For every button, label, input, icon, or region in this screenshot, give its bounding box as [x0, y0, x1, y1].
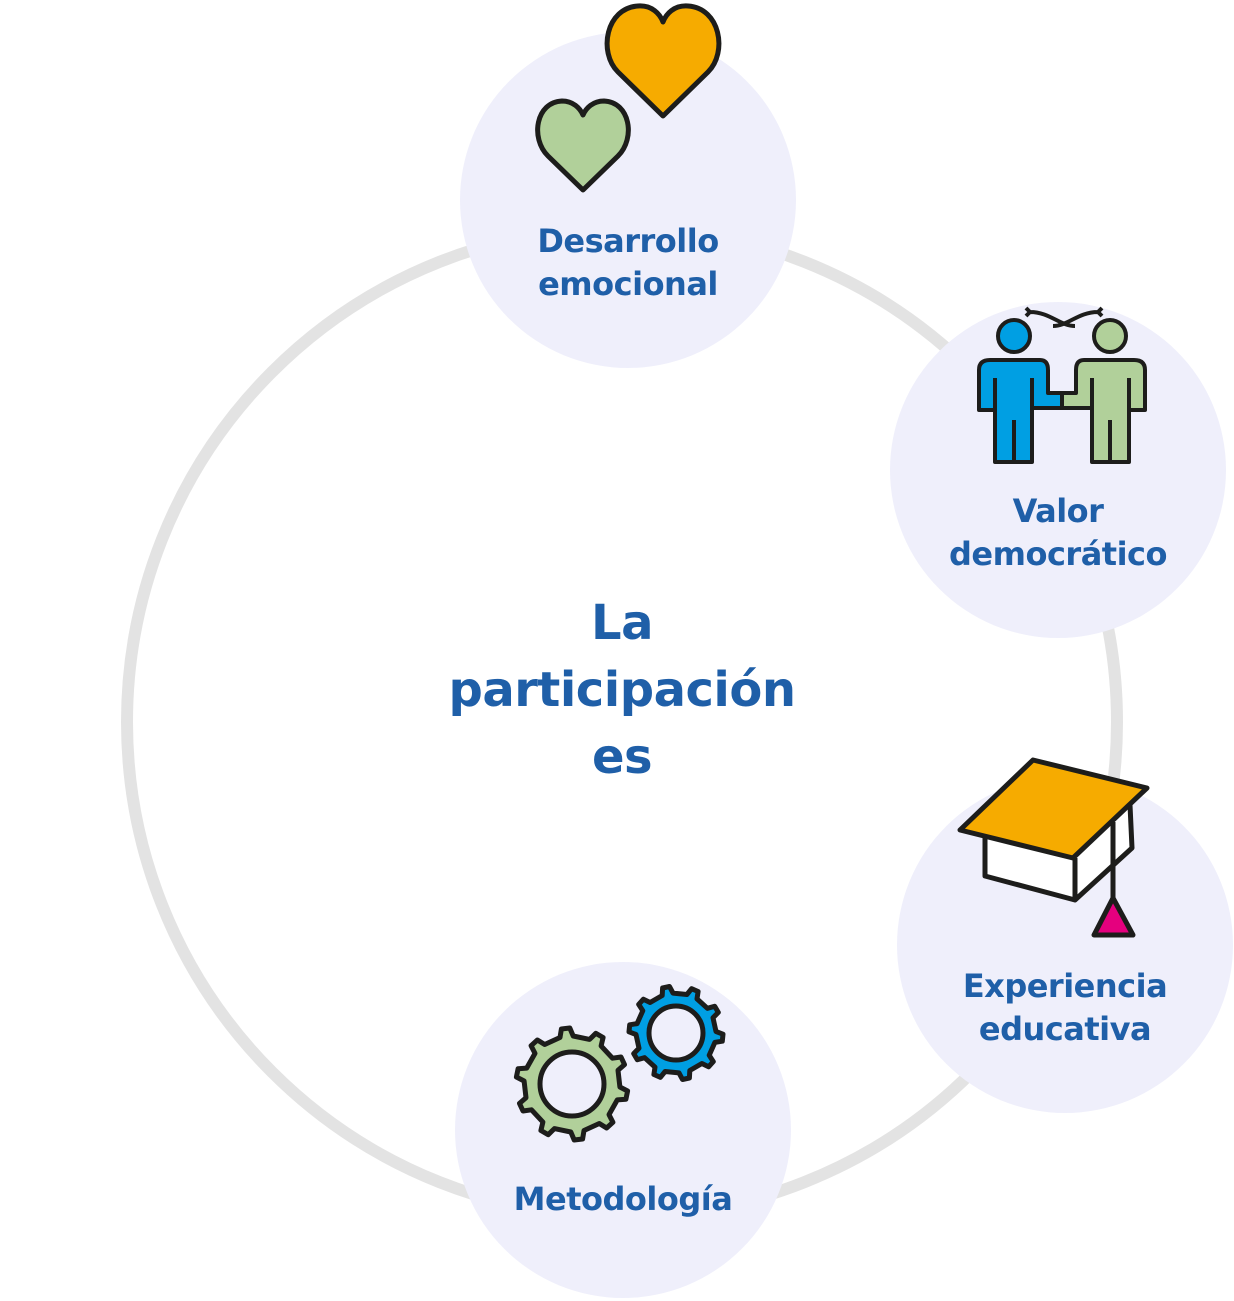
graduation-cap-icon — [957, 757, 1150, 938]
bubble-valor — [890, 302, 1226, 638]
label-line: emocional — [538, 265, 718, 303]
bubble-metodologia — [455, 962, 791, 1298]
center-title-line: La — [591, 595, 653, 651]
label-line: Desarrollo — [537, 222, 719, 260]
label-line: educativa — [978, 1010, 1152, 1048]
hearts-icon — [535, 3, 722, 193]
label-line: democrático — [949, 535, 1168, 573]
label-line: Experiencia — [962, 967, 1168, 1005]
center-title-line: es — [591, 729, 653, 785]
handshake-people-icon — [977, 306, 1147, 464]
node-desarrollo-label: Desarrollo emocional — [458, 220, 798, 306]
center-title-line: participación — [448, 662, 796, 718]
gears-icon — [513, 984, 726, 1143]
node-valor-label: Valor democrático — [888, 490, 1228, 576]
center-title: La participación es — [412, 590, 832, 791]
bubble-experiencia — [897, 777, 1233, 1113]
label-line: Metodología — [513, 1180, 733, 1218]
label-line: Valor — [1012, 492, 1104, 530]
node-metodologia-label: Metodología — [453, 1178, 793, 1221]
node-experiencia-label: Experiencia educativa — [895, 965, 1234, 1051]
